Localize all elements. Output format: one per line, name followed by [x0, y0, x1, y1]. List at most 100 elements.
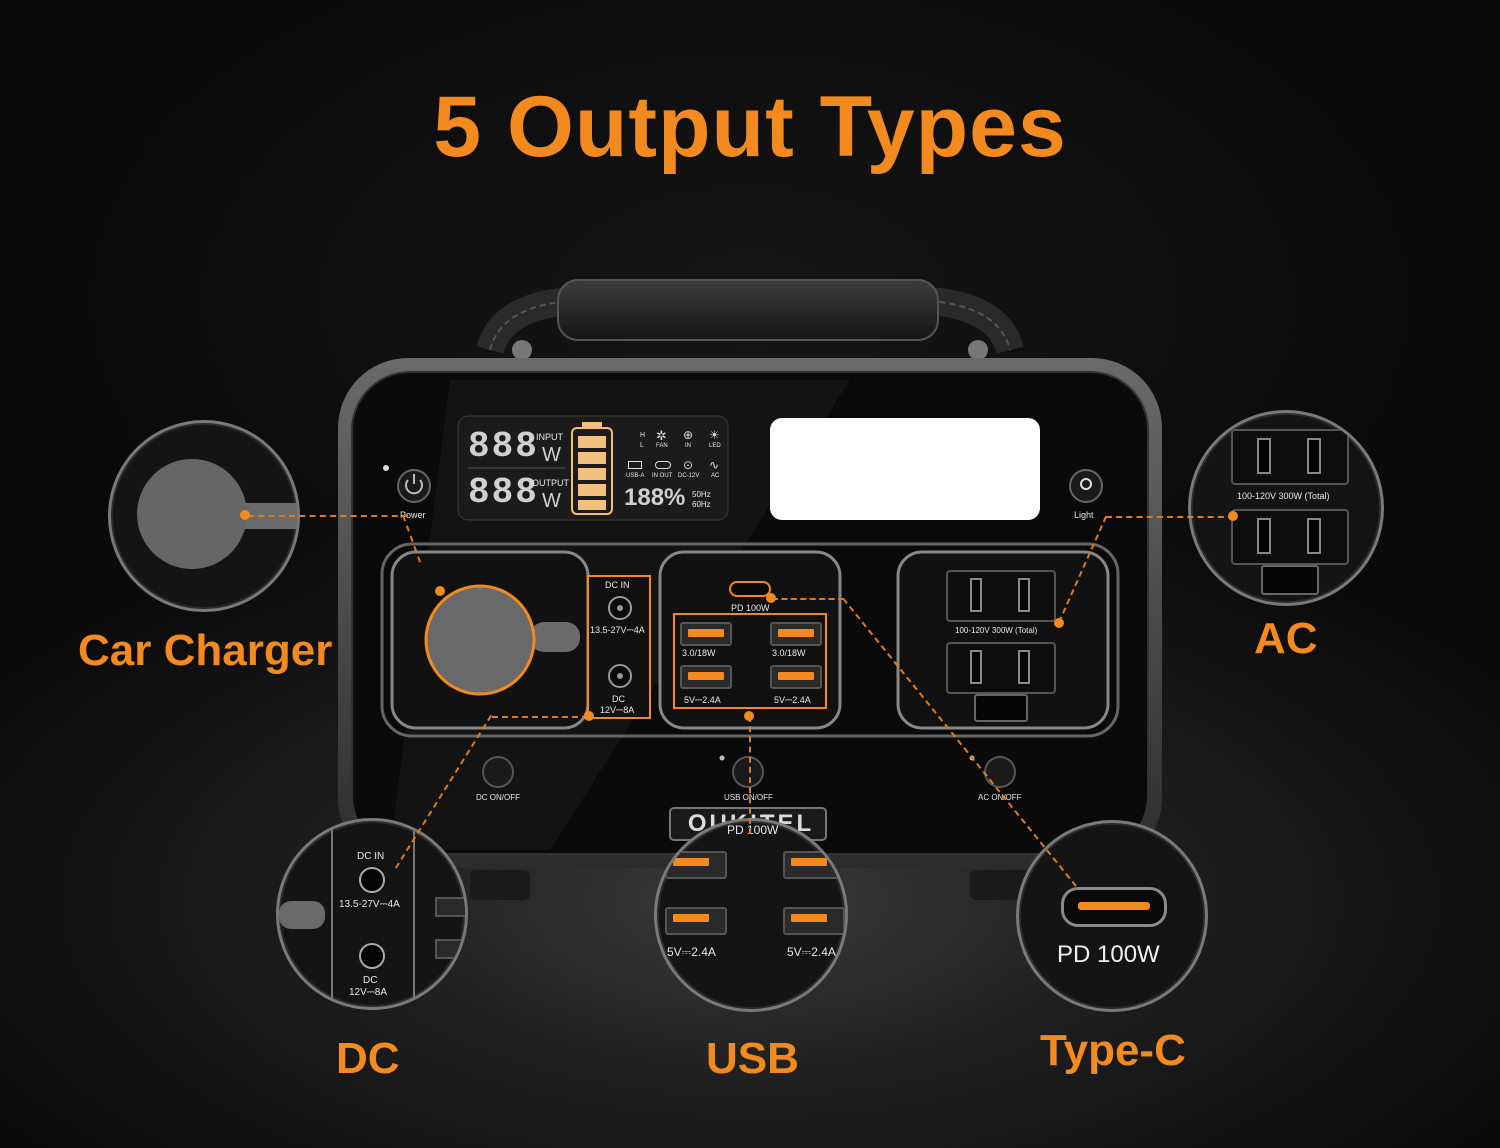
- dc-zoom-out-port: [359, 943, 385, 969]
- ac-indicator-label: AC: [711, 473, 720, 479]
- dc-zoom-in-label: DC IN: [357, 851, 385, 862]
- ac-indicator-icon: ∿: [709, 458, 720, 472]
- output-readout: 888: [468, 472, 539, 513]
- usb-label: USB: [706, 1034, 799, 1083]
- ac-zoom-outlet-bottom: [1231, 509, 1349, 565]
- hz-50: 50Hz: [692, 490, 711, 499]
- type-c-zoom: PD 100W: [1016, 820, 1208, 1012]
- pd-label: PD 100W: [731, 603, 770, 613]
- connector-ac: [1106, 516, 1234, 518]
- ac-outlet-bottom[interactable]: [946, 642, 1056, 694]
- ac-label: AC: [1254, 614, 1318, 663]
- fan-icon: ✲: [656, 428, 667, 443]
- ac-onoff-label: AC ON/OFF: [978, 793, 1022, 802]
- usb-port-left[interactable]: [680, 665, 732, 689]
- output-label: OUTPUT: [532, 478, 569, 488]
- dc-zoom-divider: [331, 821, 333, 1007]
- usb-zoom-port-tr: [783, 851, 845, 879]
- usb-left-spec: 5V⎓2.4A: [684, 695, 721, 705]
- dc-zoom-spec: 12V⎓8A: [349, 987, 388, 998]
- qc-right-spec: 3.0/18W: [772, 648, 806, 658]
- outlet-slot: [1018, 650, 1030, 684]
- qc-left-spec: 3.0/18W: [682, 648, 716, 658]
- dc-label: DC: [336, 1034, 400, 1083]
- outlet-slot: [1307, 438, 1321, 474]
- type-c-tongue: [1078, 902, 1150, 910]
- car-charger-label: Car Charger: [78, 626, 333, 675]
- dc-zoom: DC IN 13.5-27V⎓4A DC 12V⎓8A: [276, 818, 468, 1010]
- dc12-label: DC-12V: [678, 473, 700, 479]
- car-charger-edge: [279, 901, 325, 929]
- connector-dot-usb: [744, 711, 754, 721]
- input-label: INPUT: [536, 432, 563, 442]
- connector-dot-dc: [584, 711, 594, 721]
- power-button-label: Power: [400, 510, 426, 520]
- usb-right-spec: 5V⎓2.4A: [774, 695, 811, 705]
- usb-edge-bottom: [435, 939, 465, 959]
- connector-car-charger: [248, 515, 408, 517]
- ac-zoom-ground: [1261, 565, 1319, 595]
- connector-dot-type-c: [766, 593, 776, 603]
- ground-slot: [974, 694, 1028, 722]
- connector-dot-car-end: [435, 586, 445, 596]
- dc-in-label: DC IN: [605, 580, 630, 590]
- light-button-label: Light: [1074, 510, 1094, 520]
- dc-onoff-label: DC ON/OFF: [476, 793, 520, 802]
- input-readout: 888: [468, 426, 539, 467]
- led-icon: ☀: [709, 428, 720, 442]
- dc-in-spec: 13.5-27V⎓4A: [590, 625, 645, 635]
- input-unit: W: [542, 444, 561, 466]
- l-indicator: L: [640, 442, 644, 449]
- fan-label: FAN: [656, 443, 668, 449]
- type-c-indicator-icon: [655, 461, 671, 469]
- connector-type-c-h: [772, 598, 844, 600]
- usb-zoom-left-spec: 5V⎓2.4A: [667, 945, 716, 959]
- outlet-slot: [970, 578, 982, 612]
- led-label: LED: [709, 443, 721, 449]
- usb-port-right[interactable]: [770, 665, 822, 689]
- connector-dc-h: [492, 716, 588, 718]
- hz-60: 60Hz: [692, 500, 711, 509]
- usb-a-label: USB-A: [626, 473, 645, 479]
- outlet-slot: [1307, 518, 1321, 554]
- dc-label: DC: [612, 694, 625, 704]
- dc-spec: 12V⎓8A: [600, 705, 635, 715]
- usb-zoom-port-br: [783, 907, 845, 935]
- dc-zoom-divider-right: [413, 821, 415, 1007]
- dc-zoom-in-port: [359, 867, 385, 893]
- h-indicator: H: [640, 432, 646, 439]
- ac-spec: 100-120V 300W (Total): [955, 626, 1038, 635]
- outlet-slot: [1018, 578, 1030, 612]
- usb-a-icon: [628, 461, 642, 469]
- dc-zoom-label: DC: [363, 975, 378, 986]
- usb-zoom-port-bl: [665, 907, 727, 935]
- dc-zoom-in-spec: 13.5-27V⎓4A: [339, 899, 400, 910]
- connector-dot-car: [240, 510, 250, 520]
- qc-usb-port-right[interactable]: [770, 622, 822, 646]
- ac-zoom: 100-120V 300W (Total): [1188, 410, 1384, 606]
- type-c-label: Type-C: [1040, 1026, 1186, 1075]
- connector-dot-ac-end: [1228, 511, 1238, 521]
- type-c-zoom-label: PD 100W: [1057, 941, 1160, 968]
- input-icon: ⊕: [683, 428, 694, 442]
- usb-zoom-port-tl: [665, 851, 727, 879]
- dc-indicator-icon: ⊙: [683, 458, 694, 472]
- usb-onoff-label: USB ON/OFF: [724, 793, 773, 802]
- qc-usb-port-left[interactable]: [680, 622, 732, 646]
- output-unit: W: [542, 490, 561, 512]
- type-c-port: [1061, 887, 1167, 927]
- ac-zoom-spec: 100-120V 300W (Total): [1237, 491, 1330, 501]
- headline: 5 Output Types: [433, 79, 1067, 175]
- usb-zoom-pd-label: PD 100W: [727, 823, 779, 837]
- outlet-slot: [1257, 438, 1271, 474]
- usb-edge-top: [435, 897, 465, 917]
- outlet-slot: [1257, 518, 1271, 554]
- battery-percent: 188%: [624, 484, 686, 511]
- connector-dot-ac: [1054, 618, 1064, 628]
- in-label: IN: [685, 443, 691, 449]
- inout-label: IN OUT: [652, 473, 673, 479]
- car-charger-cap: [137, 459, 247, 569]
- ac-zoom-outlet-top: [1231, 429, 1349, 485]
- outlet-slot: [970, 650, 982, 684]
- ac-outlet-top[interactable]: [946, 570, 1056, 622]
